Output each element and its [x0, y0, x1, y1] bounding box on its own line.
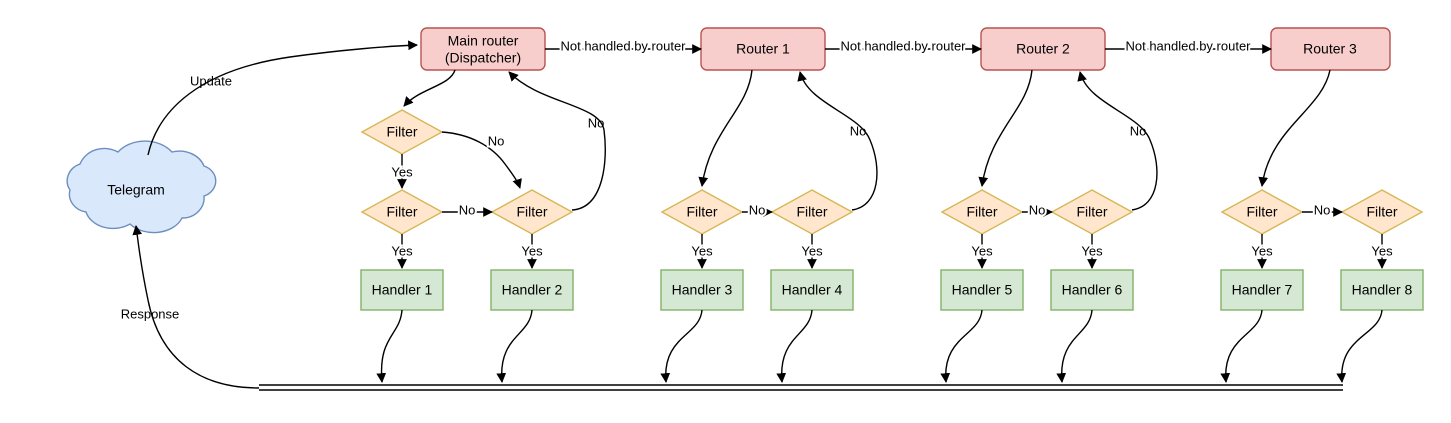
handler-2-box [490, 269, 574, 311]
edge-label-yes-6: Yes [971, 243, 993, 258]
handler-1-node[interactable]: Handler 1 [360, 269, 444, 311]
edge-handler-7-to-collector[interactable] [1220, 309, 1263, 383]
edge-filter-2-no-to-mainrouter[interactable] [508, 71, 606, 211]
edge-handler-6-to-collector[interactable] [1056, 309, 1093, 383]
edge-label-no-1: No [488, 133, 505, 148]
filter-5-node[interactable]: Filter [770, 189, 854, 235]
edge-handler-1-to-collector[interactable] [376, 309, 403, 383]
router-3-label: Router 3 [1303, 41, 1357, 57]
handler-2-node[interactable]: Handler 2 [490, 269, 574, 311]
edge-filter-7-no-to-router-2[interactable] [1077, 71, 1158, 211]
edge-label-yes-5: Yes [801, 243, 823, 258]
collector-sync-bar [259, 384, 1343, 391]
filter-1-node[interactable]: Filter [360, 109, 444, 155]
filter-7-node[interactable]: Filter [1050, 189, 1134, 235]
handler-6-box [1050, 269, 1134, 311]
handler-1-label: Handler 1 [372, 282, 433, 298]
edge-handler-8-to-collector[interactable] [1336, 309, 1383, 383]
edge-router-1-to-filter-4[interactable] [698, 69, 753, 187]
main-router-label: Main router [448, 33, 519, 49]
edge-label-yes-3: Yes [521, 243, 543, 258]
edge-label-no-1b: No [459, 202, 476, 217]
handler-4-node[interactable]: Handler 4 [770, 269, 854, 311]
router-3-node[interactable]: Router 3 [1270, 27, 1391, 71]
edge-label-yes-8-left: Yes [1251, 243, 1273, 258]
filter-9-node[interactable]: Filter [1340, 189, 1424, 235]
edge-label-no-4: No [1314, 202, 1331, 217]
edge-label-no-3: No [1029, 202, 1046, 217]
filter-6-node[interactable]: Filter [940, 189, 1024, 235]
handler-3-label: Handler 3 [672, 282, 733, 298]
handler-7-box [1220, 269, 1304, 311]
edge-update[interactable] [147, 40, 418, 156]
telegram-cloud-node[interactable]: Telegram [66, 140, 217, 234]
main-router-node[interactable]: Main router (Dispatcher) [420, 27, 546, 71]
filter-9-label: Filter [1366, 204, 1397, 220]
handler-3-node[interactable]: Handler 3 [660, 269, 744, 311]
edge-label-no-3b: No [1130, 123, 1147, 138]
edge-label-yes-1: Yes [391, 164, 413, 179]
edge-label-no-2b: No [850, 123, 867, 138]
filter-4-label: Filter [686, 204, 717, 220]
edge-label-response: Response [121, 306, 180, 321]
handler-3-box [660, 269, 744, 311]
edge-handler-2-to-collector[interactable] [496, 309, 533, 383]
filter-2-node[interactable]: Filter [490, 189, 574, 235]
edge-label-not-handled-3: Not handled by router [1125, 38, 1251, 53]
handler-6-node[interactable]: Handler 6 [1050, 269, 1134, 311]
edge-router-3-to-filter-8[interactable] [1258, 69, 1331, 187]
filter-6-label: Filter [966, 204, 997, 220]
edge-label-yes-7: Yes [1081, 243, 1103, 258]
edge-label-no-2: No [749, 202, 766, 217]
handler-2-label: Handler 2 [502, 282, 563, 298]
router-1-label: Router 1 [736, 41, 790, 57]
filter-3-label: Filter [386, 204, 417, 220]
filter-3-node[interactable]: Filter [360, 189, 444, 235]
edge-router-2-to-filter-6[interactable] [978, 69, 1033, 187]
handler-8-box [1340, 269, 1424, 311]
edge-filter-5-no-to-router-1[interactable] [797, 71, 878, 211]
router-2-label: Router 2 [1016, 41, 1070, 57]
handler-8-label: Handler 8 [1352, 282, 1413, 298]
handler-4-label: Handler 4 [782, 282, 843, 298]
edge-handler-4-to-collector[interactable] [776, 309, 813, 383]
main-router-sublabel: (Dispatcher) [445, 50, 521, 66]
edge-handler-5-to-collector[interactable] [940, 309, 983, 383]
filter-8-label: Filter [1246, 204, 1277, 220]
edge-label-yes-8: Yes [1371, 243, 1393, 258]
filter-2-label: Filter [516, 204, 547, 220]
telegram-cloud-label: Telegram [107, 182, 165, 198]
edge-label-yes-2: Yes [391, 243, 413, 258]
edge-mainrouter-to-filter-1[interactable] [403, 69, 456, 107]
handler-7-label: Handler 7 [1232, 282, 1293, 298]
handler-8-node[interactable]: Handler 8 [1340, 269, 1424, 311]
filter-1-label: Filter [386, 124, 417, 140]
filter-7-label: Filter [1076, 204, 1107, 220]
edge-filter-1-no[interactable] [441, 131, 522, 189]
handler-5-label: Handler 5 [952, 282, 1013, 298]
edge-label-no-1c: No [588, 115, 605, 130]
edge-label-yes-4: Yes [691, 243, 713, 258]
filter-8-node[interactable]: Filter [1220, 189, 1304, 235]
filter-4-node[interactable]: Filter [660, 189, 744, 235]
edge-label-not-handled-2: Not handled by router [840, 38, 966, 53]
handler-5-box [940, 269, 1024, 311]
edge-label-update: Update [190, 73, 232, 88]
edge-label-not-handled-1: Not handled by router [560, 38, 686, 53]
handler-6-label: Handler 6 [1062, 282, 1123, 298]
filter-5-label: Filter [796, 204, 827, 220]
router-1-node[interactable]: Router 1 [700, 27, 826, 71]
cloud-shape [66, 140, 217, 234]
edge-handler-3-to-collector[interactable] [660, 309, 703, 383]
handler-7-node[interactable]: Handler 7 [1220, 269, 1304, 311]
router-2-node[interactable]: Router 2 [980, 27, 1106, 71]
edge-response[interactable] [132, 225, 260, 389]
handler-5-node[interactable]: Handler 5 [940, 269, 1024, 311]
